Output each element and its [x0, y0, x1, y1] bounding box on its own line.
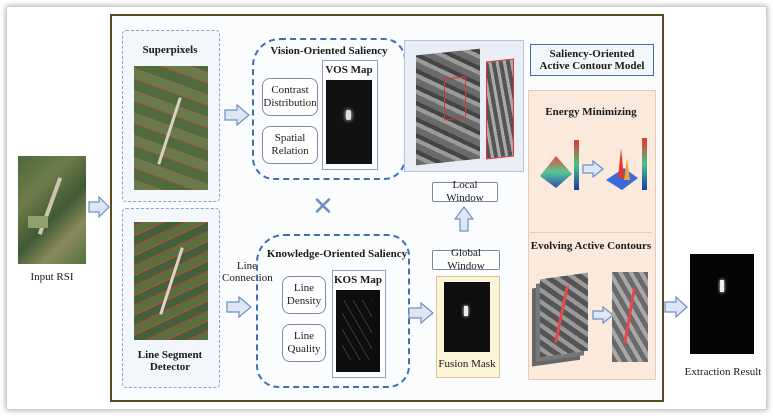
- arrow-contour: [592, 306, 614, 324]
- input-rsi-label: Input RSI: [30, 271, 74, 283]
- global-window-box: Global Window: [432, 247, 500, 272]
- contrast-distribution-box: Contrast Distribution: [262, 78, 318, 116]
- contour-result-image: [612, 272, 648, 362]
- kos-map-label: KOS Map: [334, 274, 382, 286]
- fusion-mask-label: Fusion Mask: [438, 358, 496, 370]
- arrow-input: [88, 196, 110, 218]
- cross-icon: ✕: [312, 192, 334, 222]
- local-window-zoom-image: [486, 58, 514, 160]
- contour-stack-image: [540, 272, 588, 358]
- arrow-up: [454, 206, 474, 232]
- input-rsi-image: [18, 156, 86, 264]
- superpixels-label: Superpixels: [142, 44, 198, 56]
- energy-surface-plot-1: [540, 140, 579, 190]
- acm-divider: [530, 232, 652, 233]
- spatial-relation-box: Spatial Relation: [262, 126, 318, 164]
- vos-map-label: VOS Map: [325, 64, 373, 76]
- local-window-large-image: [416, 48, 480, 166]
- lsd-label: Line Segment Detector: [137, 349, 203, 373]
- arrow-lsd: [226, 296, 252, 318]
- lsd-image: [134, 222, 208, 340]
- energy-minimizing-label: Energy Minimizing: [545, 106, 637, 118]
- extraction-result-image: [690, 254, 754, 354]
- fusion-mask-image: [444, 282, 490, 352]
- arrow-kos: [408, 302, 434, 324]
- arrow-superpixels: [224, 104, 250, 126]
- kos-title: Knowledge-Oriented Saliency: [266, 248, 408, 260]
- extraction-result-label: Extraction Result: [684, 366, 762, 378]
- kos-map-image: [336, 290, 380, 372]
- vos-title: Vision-Oriented Saliency: [270, 45, 388, 57]
- line-density-box: Line Density: [282, 276, 326, 314]
- arrow-energy: [582, 160, 604, 178]
- vos-map-image: [326, 80, 372, 164]
- local-window-box: Local Window: [432, 179, 498, 204]
- superpixels-image: [134, 66, 208, 190]
- line-quality-box: Line Quality: [282, 324, 326, 362]
- line-connection-label: Line Connection: [222, 260, 273, 284]
- acm-title: Saliency-Oriented Active Contour Model: [530, 44, 654, 76]
- evolving-contours-label: Evolving Active Contours: [530, 240, 652, 252]
- arrow-output: [664, 296, 688, 318]
- energy-surface-plot-2: [606, 138, 647, 190]
